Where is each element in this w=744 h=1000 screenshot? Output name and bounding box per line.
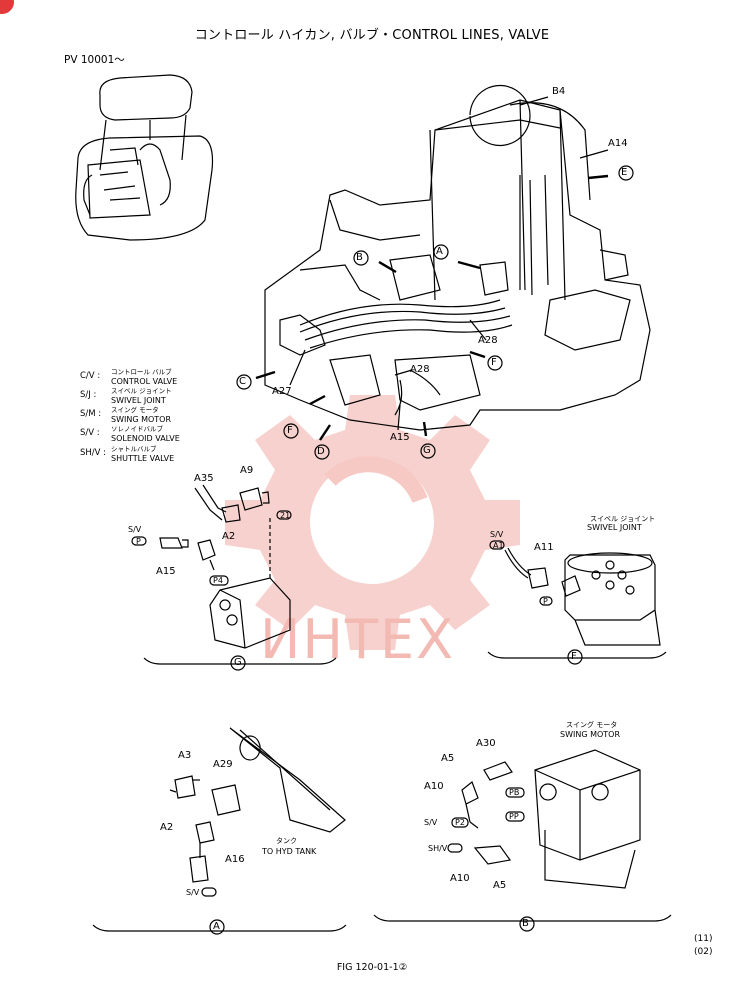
code-21: 21 bbox=[280, 511, 291, 520]
part-label-a3: A3 bbox=[178, 750, 192, 761]
port-p: P bbox=[543, 597, 548, 606]
swivel-joint-jp: スイベル ジョイント bbox=[590, 515, 656, 523]
sv-label: S/V bbox=[424, 818, 438, 827]
port-pp: PP bbox=[509, 812, 519, 821]
part-label-a28: A28 bbox=[410, 364, 430, 375]
detail-g-drawing bbox=[131, 484, 337, 671]
detail-letter-a: A bbox=[213, 921, 220, 932]
part-label-a10: A10 bbox=[424, 781, 444, 792]
serial-range: PV 10001～ bbox=[64, 54, 125, 66]
machine-frame bbox=[264, 84, 651, 431]
part-label-a27: A27 bbox=[272, 386, 292, 397]
view-arrows bbox=[255, 174, 609, 441]
view-letter-f: F bbox=[491, 357, 497, 368]
part-label-a28: A28 bbox=[478, 335, 498, 346]
part-label-a15: A15 bbox=[390, 432, 410, 443]
view-letter-a: A bbox=[436, 246, 443, 257]
view-letter-g: G bbox=[423, 445, 431, 456]
tank-jp: タンク bbox=[276, 837, 297, 845]
part-label-b4: B4 bbox=[552, 86, 566, 97]
watermark-text: ИНТЕХ bbox=[260, 608, 456, 671]
part-label-a9: A9 bbox=[240, 465, 254, 476]
figure-number: FIG 120-01-1② bbox=[336, 962, 408, 973]
port-p4: P4 bbox=[213, 576, 223, 585]
excavator-thumbnail bbox=[75, 74, 214, 241]
view-letter-b: B bbox=[356, 252, 363, 263]
part-label-a5: A5 bbox=[493, 880, 507, 891]
detail-f-drawing bbox=[487, 540, 667, 665]
port-p: P bbox=[136, 537, 141, 546]
tank-en: TO HYD TANK bbox=[262, 847, 317, 856]
swing-motor-en: SWING MOTOR bbox=[560, 730, 621, 739]
sv-label: S/V bbox=[186, 888, 200, 897]
detail-letter-b: B bbox=[522, 918, 529, 929]
part-label-a14: A14 bbox=[608, 138, 628, 149]
detail-letter-g: G bbox=[234, 657, 242, 668]
part-label-a35: A35 bbox=[194, 473, 214, 484]
view-letter-f: F bbox=[287, 425, 293, 436]
part-label-a16: A16 bbox=[225, 854, 245, 865]
sv-label: S/V bbox=[490, 530, 504, 539]
part-label-a11: A11 bbox=[534, 542, 554, 553]
swing-motor-jp: スイング モータ bbox=[566, 721, 618, 729]
part-label-a29: A29 bbox=[213, 759, 233, 770]
part-label-a5: A5 bbox=[441, 753, 455, 764]
view-letter-d: D bbox=[317, 446, 325, 457]
page-code: (11) bbox=[694, 934, 713, 944]
view-circles bbox=[236, 165, 634, 460]
shv-label: SH/V bbox=[428, 844, 448, 853]
detail-a-drawing bbox=[92, 727, 347, 935]
sv-label: S/V bbox=[128, 525, 142, 534]
part-label-a10: A10 bbox=[450, 873, 470, 884]
detail-b-drawing bbox=[373, 749, 672, 932]
page-code: (02) bbox=[694, 947, 713, 957]
part-label-a2: A2 bbox=[160, 822, 174, 833]
port-pb: PB bbox=[509, 788, 520, 797]
detail-letter-f: F bbox=[571, 651, 577, 662]
part-label-a30: A30 bbox=[476, 738, 496, 749]
page-title: コントロール ハイカン, バルブ・CONTROL LINES, VALVE bbox=[194, 28, 550, 43]
view-letter-c: C bbox=[239, 376, 246, 387]
part-label-a2: A2 bbox=[222, 531, 236, 542]
port-p2: P2 bbox=[455, 818, 465, 827]
swivel-joint-en: SWIVEL JOINT bbox=[587, 523, 642, 532]
part-label-a15: A15 bbox=[156, 566, 176, 577]
port-a1: A1 bbox=[493, 541, 504, 550]
view-letter-e: E bbox=[621, 167, 628, 178]
